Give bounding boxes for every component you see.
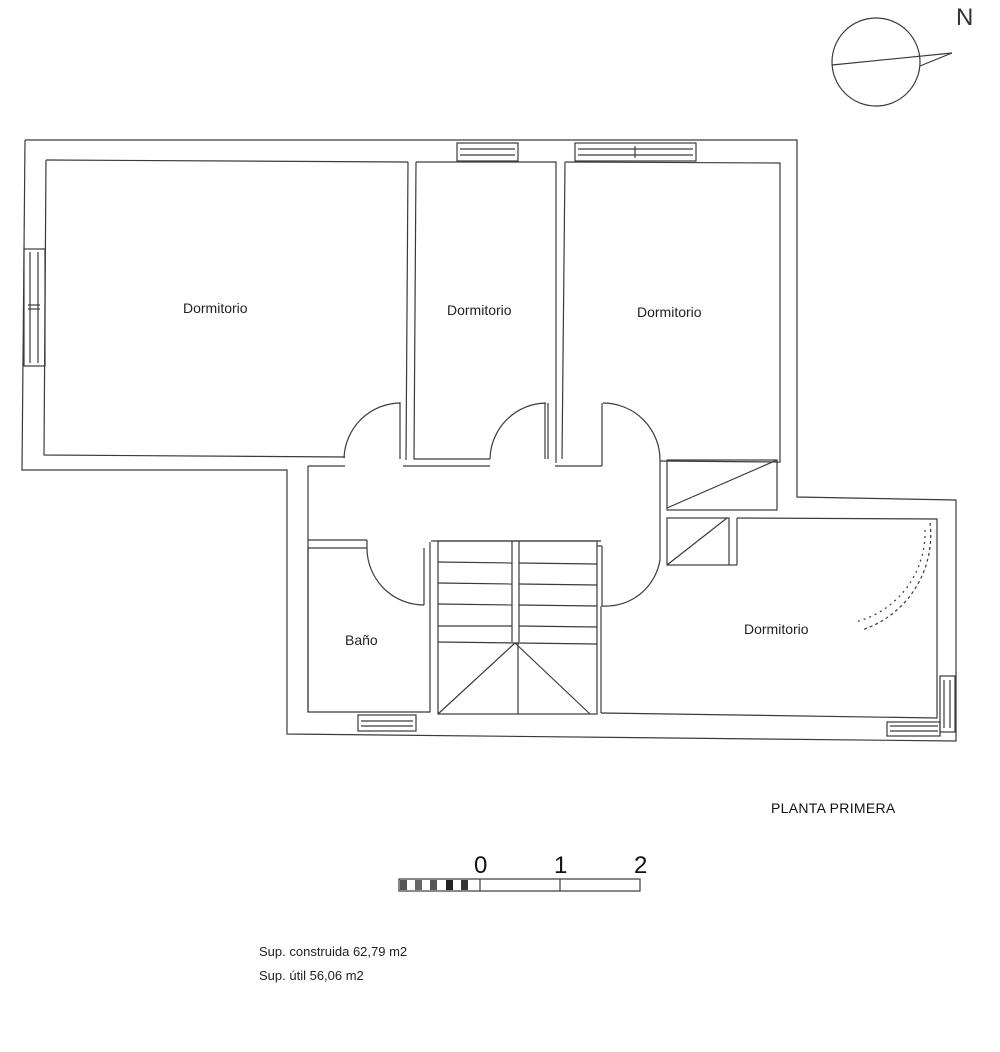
room-outline-bano	[307, 542, 431, 713]
window-left	[23, 248, 46, 367]
closet-2	[666, 517, 738, 566]
window-bano	[357, 714, 417, 732]
exterior-wall	[21, 139, 957, 742]
room-label-dormitorio-3: Dormitorio	[637, 304, 702, 320]
room-outline-dormitorio-4	[600, 517, 938, 719]
room-label-dormitorio-1: Dormitorio	[183, 300, 248, 316]
window-top-2	[574, 142, 697, 162]
closet-1	[666, 459, 778, 511]
staircase	[431, 540, 603, 715]
scale-label-1: 1	[554, 852, 568, 879]
plan-title: PLANTA PRIMERA	[771, 800, 896, 816]
north-label: N	[956, 4, 974, 31]
scale-label-2: 2	[634, 852, 648, 879]
room-outline-dormitorio-3	[403, 161, 781, 467]
built-area: Sup. construida 62,79 m2	[259, 944, 408, 959]
room-label-dormitorio-4: Dormitorio	[744, 621, 809, 637]
useful-area: Sup. útil 56,06 m2	[259, 968, 364, 983]
door-swing-1	[343, 402, 401, 459]
north-arrow-icon	[831, 17, 953, 107]
door-swing-4	[854, 522, 932, 631]
room-label-dormitorio-2: Dormitorio	[447, 302, 512, 318]
window-top-1	[456, 142, 519, 162]
door-swing-bano	[366, 548, 425, 606]
door-swing-2	[489, 402, 547, 460]
scale-bar	[398, 878, 641, 892]
door-swing-3	[601, 402, 661, 607]
room-outline-dormitorio-2	[413, 161, 557, 463]
scale-label-0: 0	[474, 852, 488, 879]
room-label-bano: Baño	[345, 632, 378, 648]
hallway-walls	[307, 465, 368, 712]
window-corner	[886, 675, 956, 737]
